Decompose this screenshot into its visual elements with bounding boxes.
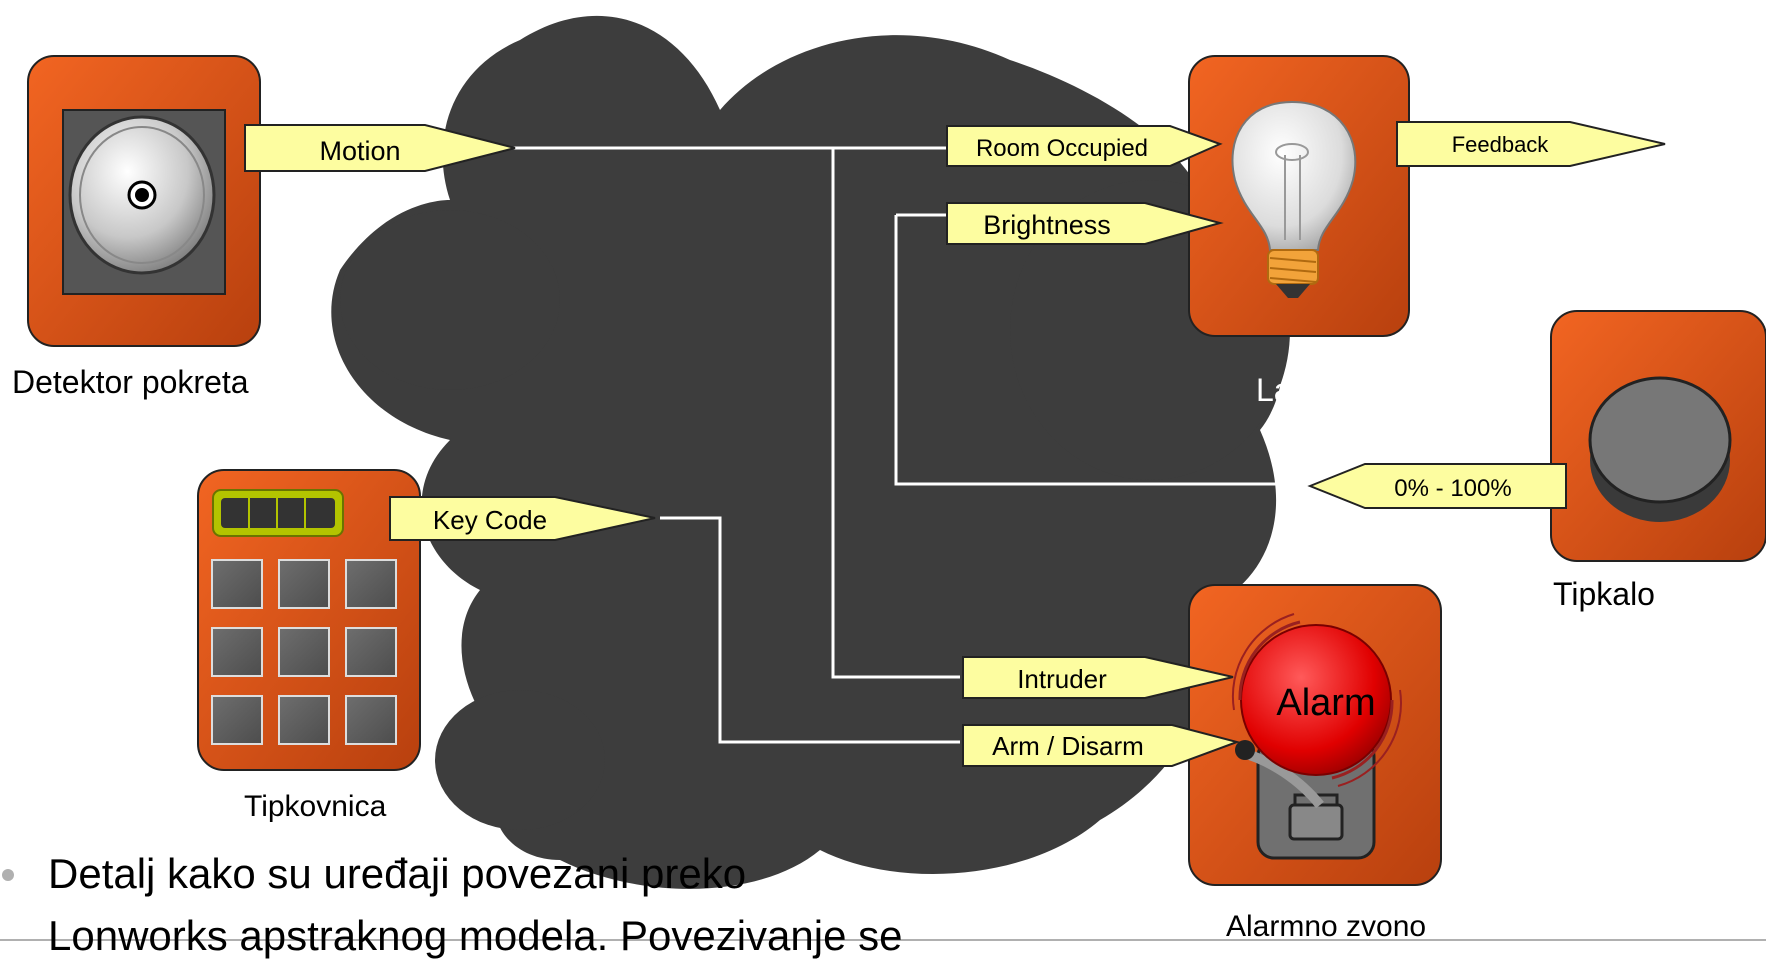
motion-sensor-lens-icon: [68, 115, 216, 275]
var-brightness-label: Brightness: [983, 210, 1111, 240]
caption-keypad: Tipkovnica: [244, 790, 387, 823]
keypad-display-icon: [212, 489, 344, 537]
light-bulb-icon: [1231, 100, 1357, 298]
bullet-icon: [2, 869, 14, 881]
var-key-code-label: Key Code: [433, 505, 547, 535]
var-motion-label: Motion: [319, 136, 400, 166]
keypad-device: [197, 469, 421, 771]
round-button-icon: [1588, 376, 1732, 522]
keypad-keys-icon: [211, 559, 397, 745]
var-intruder-arrow: Intruder: [962, 656, 1234, 699]
bullet-text-line2: Lonworks apstraknog modela. Povezivanje …: [48, 912, 903, 959]
var-room-occupied-arrow: Room Occupied: [946, 125, 1223, 167]
var-feedback-arrow: Feedback: [1396, 121, 1666, 167]
alarm-bell-icon: [1231, 613, 1402, 860]
var-percent-label: 0% - 100%: [1394, 475, 1511, 502]
lamp-device: [1188, 55, 1410, 337]
var-percent-arrow: 0% - 100%: [1307, 463, 1567, 509]
var-intruder-label: Intruder: [1017, 664, 1107, 694]
bullet-text-line1: Detalj kako su uređaji povezani preko: [48, 850, 747, 897]
var-brightness-arrow: Brightness: [946, 202, 1224, 245]
caption-lamp: Lampa: [1256, 372, 1354, 408]
var-arm-disarm-label: Arm / Disarm: [992, 731, 1144, 761]
var-feedback-label: Feedback: [1452, 132, 1550, 157]
var-key-code-arrow: Key Code: [389, 496, 656, 541]
caption-alarm: Alarmno zvono: [1226, 910, 1427, 943]
motion-detector-device: [27, 55, 261, 347]
var-room-occupied-label: Room Occupied: [976, 135, 1148, 162]
wires: [460, 146, 1310, 744]
caption-button: Tipkalo: [1553, 576, 1655, 612]
var-arm-disarm-arrow: Arm / Disarm: [962, 724, 1241, 767]
alarm-bell-text: Alarm: [1276, 682, 1375, 724]
push-button-device: [1550, 310, 1766, 562]
alarm-device: [1188, 584, 1442, 886]
caption-motion-detector: Detektor pokreta: [12, 364, 249, 400]
var-motion-arrow: Motion: [244, 124, 516, 172]
